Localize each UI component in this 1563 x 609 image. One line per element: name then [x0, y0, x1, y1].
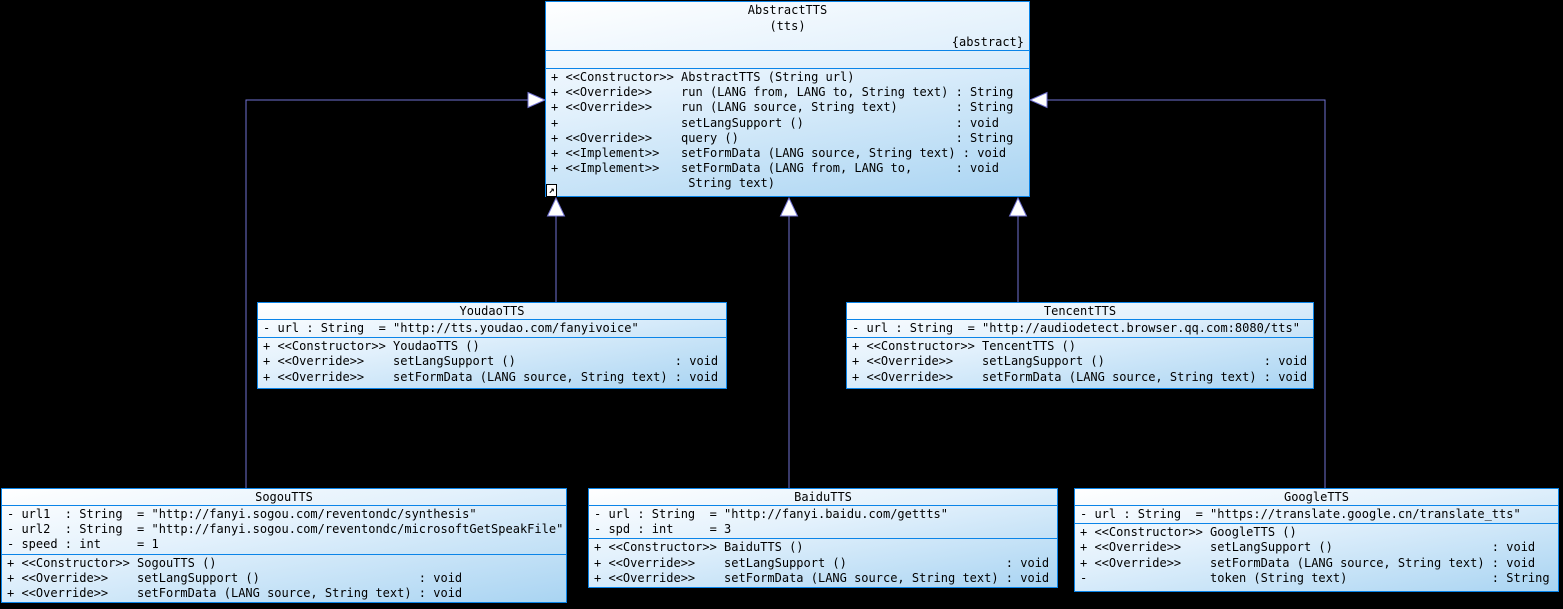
generalization-arrow-icon — [546, 196, 566, 217]
methods-section: + <<Constructor>> GoogleTTS ()+ <<Overri… — [1075, 523, 1558, 587]
attributes-section: - url : String = "http://audiodetect.bro… — [847, 319, 1313, 337]
attribute-row: - url : String = "http://tts.youdao.com/… — [263, 321, 639, 335]
method-row: + <<Constructor>> GoogleTTS () — [1080, 525, 1297, 540]
attributes-section: - url : String = "https://translate.goog… — [1075, 505, 1558, 523]
method-row: + <<Override>> setLangSupport () : void — [7, 570, 463, 585]
attribute-row: - speed : int = 1 — [7, 537, 159, 552]
class-title: GoogleTTS — [1283, 490, 1350, 504]
class-title: AbstractTTS — [747, 3, 828, 17]
method-row: + <<Override>> setLangSupport () : void — [594, 555, 1050, 570]
attribute-row: - spd : int = 3 — [594, 522, 732, 537]
class-header: AbstractTTS (tts) {abstract} — [546, 2, 1029, 50]
methods-section: + <<Constructor>> YoudaoTTS ()+ <<Overri… — [258, 337, 726, 386]
attributes-section: - url : String = "http://tts.youdao.com/… — [258, 319, 726, 337]
method-row: + <<Override>> setLangSupport () : void — [263, 354, 719, 369]
method-row: + <<Override>> setFormData (LANG source,… — [7, 586, 463, 601]
attribute-row: - url1 : String = "http://fanyi.sogou.co… — [7, 507, 477, 521]
methods-section: + <<Constructor>> BaiduTTS ()+ <<Overrid… — [589, 538, 1057, 587]
method-row: + <<Override>> setFormData (LANG source,… — [852, 369, 1308, 384]
method-row: + <<Constructor>> TencentTTS () — [852, 339, 1076, 354]
method-row: + <<Constructor>> BaiduTTS () — [594, 540, 804, 555]
method-row: + <<Constructor>> SogouTTS () — [7, 555, 217, 570]
attribute-row: - url : String = "https://translate.goog… — [1080, 507, 1521, 521]
attributes-section — [546, 50, 1029, 68]
method-row: + <<Override>> setLangSupport () : void — [852, 354, 1308, 369]
method-row: + <<Implement>> setFormData (LANG from, … — [551, 161, 999, 176]
sub-diagram-icon[interactable]: ↗ — [546, 184, 557, 197]
methods-section: + <<Constructor>> SogouTTS ()+ <<Overrid… — [2, 553, 566, 602]
method-row: + <<Override>> setFormData (LANG source,… — [263, 369, 719, 384]
method-row: String text) — [551, 176, 775, 191]
class-box-youdaotts[interactable]: YoudaoTTS - url : String = "http://tts.y… — [257, 302, 727, 389]
generalization-arrow-icon — [779, 196, 799, 217]
class-box-baidutts[interactable]: BaiduTTS - url : String = "http://fanyi.… — [588, 488, 1058, 588]
method-row: + <<Override>> setLangSupport () : void — [1080, 540, 1536, 555]
class-stereotype: {abstract} — [951, 35, 1024, 49]
methods-section: + <<Constructor>> AbstractTTS (String ur… — [546, 68, 1029, 193]
method-row: + <<Constructor>> AbstractTTS (String ur… — [551, 70, 855, 84]
generalization-connector-tencent-to-abstract[interactable] — [1008, 196, 1028, 302]
method-row: + <<Implement>> setFormData (LANG source… — [551, 146, 1007, 161]
method-row: + <<Override>> run (LANG from, LANG to, … — [551, 85, 1014, 100]
attribute-row: - url : String = "http://fanyi.baidu.com… — [594, 507, 949, 521]
generalization-arrow-icon — [527, 91, 547, 109]
generalization-connector-youdao-to-abstract[interactable] — [546, 196, 566, 302]
class-title: TencentTTS — [1043, 304, 1117, 318]
method-row: + <<Constructor>> YoudaoTTS () — [263, 339, 480, 354]
generalization-arrow-icon — [1008, 196, 1028, 217]
class-package: (tts) — [769, 19, 806, 33]
generalization-connector-baidu-to-abstract[interactable] — [779, 196, 799, 489]
attributes-section: - url : String = "http://fanyi.baidu.com… — [589, 505, 1057, 538]
method-row: + setLangSupport () : void — [551, 115, 999, 130]
class-title: SogouTTS — [255, 490, 313, 504]
class-title: YoudaoTTS — [459, 304, 525, 318]
class-box-tencenttts[interactable]: TencentTTS - url : String = "http://audi… — [846, 302, 1314, 389]
class-title: BaiduTTS — [794, 490, 852, 504]
method-row: + <<Override>> setFormData (LANG source,… — [594, 570, 1050, 585]
method-row: + <<Override>> setFormData (LANG source,… — [1080, 555, 1536, 570]
attribute-row: - url2 : String = "http://fanyi.sogou.co… — [7, 522, 564, 537]
class-box-sogoutts[interactable]: SogouTTS - url1 : String = "http://fanyi… — [1, 488, 567, 603]
methods-section: + <<Constructor>> TencentTTS ()+ <<Overr… — [847, 337, 1313, 386]
class-box-abstracttts[interactable]: AbstractTTS (tts) {abstract} + <<Constru… — [545, 1, 1030, 197]
generalization-connector-google-to-abstract[interactable] — [1028, 91, 1326, 490]
generalization-connector-sogou-to-abstract[interactable] — [245, 91, 547, 490]
method-row: - token (String text) : String — [1080, 570, 1550, 585]
method-row: + <<Override>> query () : String — [551, 130, 1014, 145]
class-box-googletts[interactable]: GoogleTTS - url : String = "https://tran… — [1074, 488, 1559, 592]
attributes-section: - url1 : String = "http://fanyi.sogou.co… — [2, 505, 566, 554]
generalization-arrow-icon — [1028, 91, 1048, 109]
method-row: + <<Override>> run (LANG source, String … — [551, 100, 1014, 115]
attribute-row: - url : String = "http://audiodetect.bro… — [852, 321, 1300, 335]
